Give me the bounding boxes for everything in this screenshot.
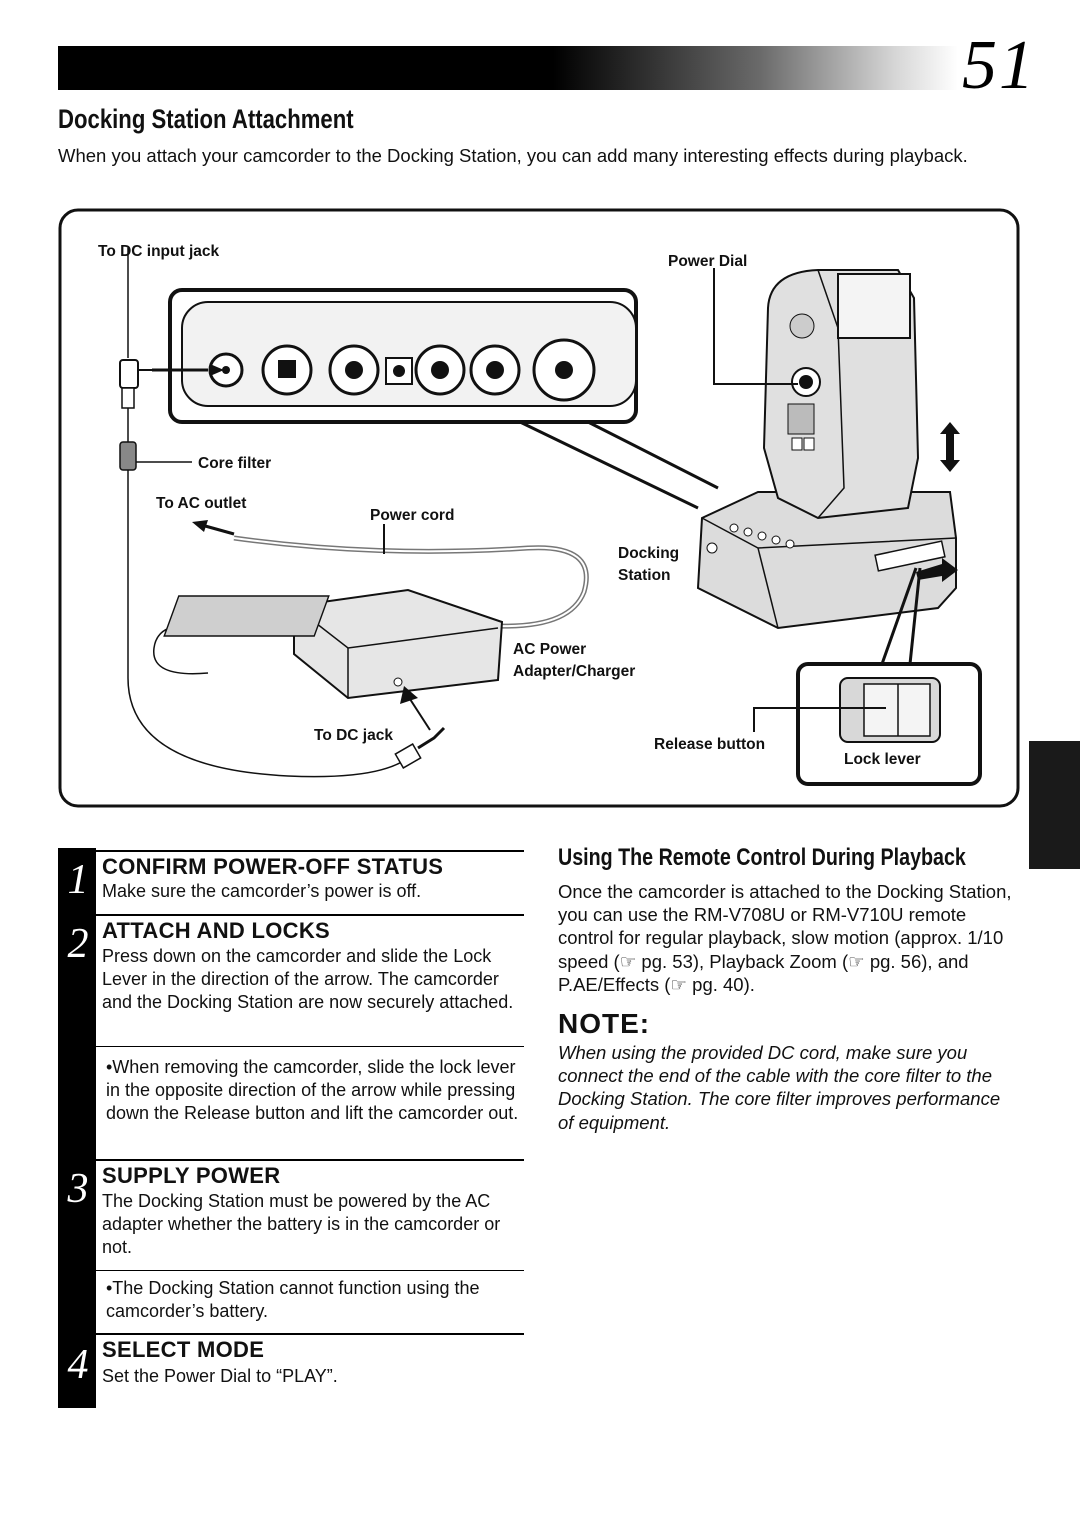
step-divider bbox=[96, 1159, 524, 1161]
label-release-button: Release button bbox=[654, 736, 765, 753]
intro-text: When you attach your camcorder to the Do… bbox=[58, 145, 968, 166]
label-power-dial: Power Dial bbox=[668, 253, 747, 270]
label-to-dc-input-jack: To DC input jack bbox=[98, 243, 220, 260]
note-body: When using the provided DC cord, make su… bbox=[558, 1042, 1001, 1133]
step-number-2: 2 bbox=[67, 921, 89, 967]
page-title: Docking Station Attachment bbox=[58, 104, 354, 134]
jack-panel bbox=[168, 288, 638, 424]
step-number-1: 1 bbox=[67, 857, 89, 903]
remote-section-title: Using The Remote Control During Playback bbox=[558, 844, 966, 871]
step-4-body: Set the Power Dial to “PLAY”. bbox=[102, 1366, 338, 1386]
step-divider bbox=[96, 850, 524, 852]
dc-cord bbox=[119, 248, 446, 778]
camcorder-on-dock bbox=[696, 269, 960, 630]
step-1-title: CONFIRM POWER-OFF STATUS bbox=[102, 854, 444, 879]
step-divider bbox=[96, 1333, 524, 1335]
label-core-filter: Core filter bbox=[198, 455, 271, 472]
step-divider bbox=[96, 914, 524, 916]
label-adapter-charger: Adapter/Charger bbox=[513, 663, 635, 680]
header-bar bbox=[58, 46, 958, 90]
label-ac-power: AC Power bbox=[513, 641, 586, 658]
step-1-body: Make sure the camcorder’s power is off. bbox=[102, 881, 422, 901]
step-2-title: ATTACH AND LOCKS bbox=[102, 918, 331, 943]
remote-section-body: Once the camcorder is attached to the Do… bbox=[558, 881, 1012, 995]
step-3-body: The Docking Station must be powered by t… bbox=[102, 1191, 501, 1257]
bullet-divider bbox=[96, 1270, 524, 1271]
bullet-divider bbox=[96, 1046, 524, 1047]
label-docking: Docking bbox=[618, 545, 679, 562]
steps-column: 1 CONFIRM POWER-OFF STATUS Make sure the… bbox=[58, 848, 524, 1408]
step-number-4: 4 bbox=[67, 1342, 89, 1388]
step-3-title: SUPPLY POWER bbox=[102, 1163, 281, 1188]
docking-station-diagram: To DC input jack Power Dial Core filter … bbox=[58, 208, 1020, 808]
label-power-cord: Power cord bbox=[370, 507, 454, 524]
label-station: Station bbox=[618, 567, 671, 584]
step-number-bar bbox=[58, 848, 96, 1408]
page-number: 51 bbox=[962, 27, 1036, 104]
label-to-dc-jack: To DC jack bbox=[314, 727, 393, 744]
ac-adapter bbox=[163, 588, 504, 731]
label-to-ac-outlet: To AC outlet bbox=[156, 495, 246, 512]
step-3-bullet: •The Docking Station cannot function usi… bbox=[106, 1278, 480, 1321]
step-number-3: 3 bbox=[67, 1166, 89, 1212]
step-2-bullet: •When removing the camcorder, slide the … bbox=[106, 1057, 519, 1123]
lock-lever-inset bbox=[753, 567, 982, 786]
step-4-title: SELECT MODE bbox=[102, 1337, 265, 1362]
power-cord bbox=[192, 520, 589, 629]
section-tab bbox=[1029, 741, 1080, 869]
label-lock-lever: Lock lever bbox=[844, 751, 921, 768]
step-2-body: Press down on the camcorder and slide th… bbox=[102, 946, 514, 1012]
note-heading: NOTE: bbox=[558, 1008, 651, 1039]
